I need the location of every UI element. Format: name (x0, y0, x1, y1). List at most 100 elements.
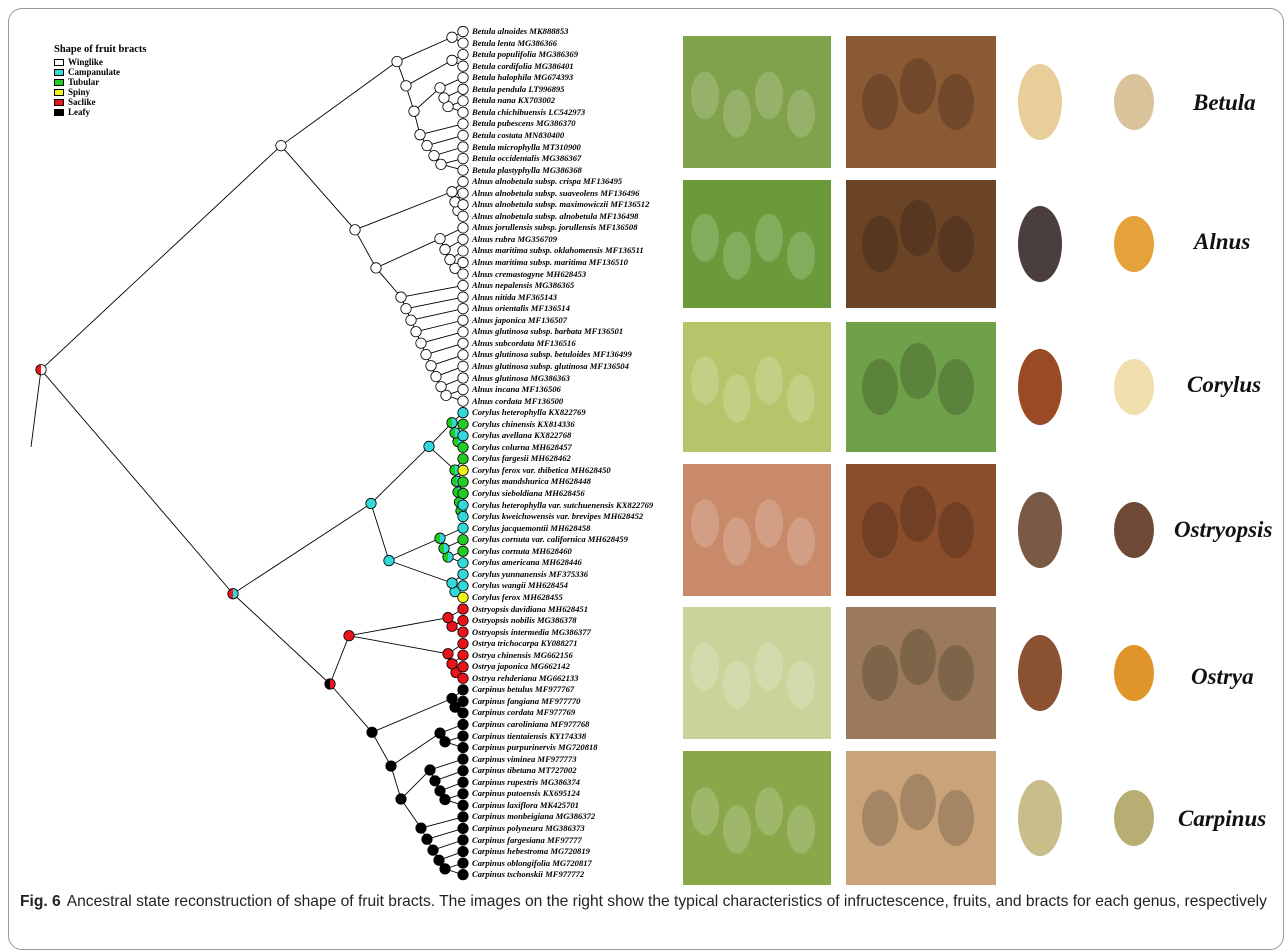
taxon-label: Betula pubescens MG386370 (472, 118, 576, 129)
state-node (458, 49, 468, 59)
taxon-label: Ostrya japonica MG662142 (472, 661, 570, 672)
tree-branch (330, 636, 349, 684)
state-node (367, 727, 377, 737)
state-node (458, 165, 468, 175)
state-node (436, 159, 446, 169)
state-node (431, 371, 441, 381)
state-node (344, 631, 354, 641)
taxon-label: Alnus jorullensis subsp. jorullensis MF1… (472, 222, 638, 233)
fruit-image (1114, 790, 1154, 846)
taxon-label: Carpinus viminea MF977773 (472, 754, 577, 765)
state-node (428, 845, 438, 855)
bract-image (1018, 635, 1062, 711)
state-node (458, 396, 468, 406)
tree-branch (41, 370, 233, 594)
state-node (458, 361, 468, 371)
legend-item-saclike: Saclike (54, 97, 146, 107)
figure-caption: Fig. 6Ancestral state reconstruction of … (20, 891, 1275, 913)
taxon-label: Ostrya rehderiana MG662133 (472, 673, 578, 684)
tree-branch (389, 561, 452, 583)
taxon-label: Alnus glutinosa subsp. barbata MF136501 (472, 326, 623, 337)
taxon-label: Betula cordifolia MG386401 (472, 61, 574, 72)
tree-branch (376, 239, 440, 268)
taxon-label: Alnus glutinosa subsp. glutinosa MF13650… (472, 361, 629, 372)
state-node (458, 280, 468, 290)
taxon-label: Betula microphylla MT310900 (472, 142, 581, 153)
taxon-label: Alnus glutinosa subsp. betuloides MF1364… (472, 349, 632, 360)
taxon-label: Corylus wangii MH628454 (472, 580, 568, 591)
taxon-label: Alnus rubra MG356709 (472, 234, 557, 245)
bract-image (1018, 206, 1062, 282)
state-node (430, 776, 440, 786)
taxon-label: Betula populifolia MG386369 (472, 49, 578, 60)
taxon-label: Alnus incana MF136506 (472, 384, 561, 395)
state-node (458, 327, 468, 337)
tree-branch (330, 684, 372, 732)
state-node (447, 187, 457, 197)
genus-label-carpinus: Carpinus (1178, 806, 1266, 832)
tree-branch (401, 770, 430, 799)
tree-branch (411, 309, 463, 321)
taxon-label: Ostryopsis intermedia MG386377 (472, 627, 591, 638)
legend-swatch (54, 89, 64, 96)
state-node (458, 477, 468, 487)
state-node (458, 96, 468, 106)
state-node (458, 742, 468, 752)
fruit-image (1114, 216, 1154, 272)
state-node (439, 93, 449, 103)
state-node (458, 696, 468, 706)
taxon-label: Carpinus putoensis KX695124 (472, 788, 580, 799)
state-node (425, 765, 435, 775)
state-node (429, 150, 439, 160)
state-node (458, 84, 468, 94)
taxon-label: Carpinus purpurinervis MG720818 (472, 742, 598, 753)
state-node (458, 869, 468, 879)
legend-item-campanulate: Campanulate (54, 67, 146, 77)
legend-item-tubular: Tubular (54, 77, 146, 87)
state-node (422, 140, 432, 150)
tree-branch (427, 828, 463, 839)
legend-item-leafy: Leafy (54, 107, 146, 117)
taxon-label: Carpinus betulus MF977767 (472, 684, 574, 695)
taxon-label: Alnus subcordata MF136516 (472, 338, 576, 349)
state-node (458, 119, 468, 129)
state-node (415, 130, 425, 140)
state-node (458, 38, 468, 48)
state-node (411, 327, 421, 337)
state-node (458, 500, 468, 510)
taxon-label: Alnus glutinosa MG386363 (472, 373, 570, 384)
tree-branch (355, 192, 452, 230)
taxon-label: Carpinus caroliniana MF977768 (472, 719, 589, 730)
state-node (401, 303, 411, 313)
state-node (458, 73, 468, 83)
state-node (458, 581, 468, 591)
state-node (409, 106, 419, 116)
state-node (435, 786, 445, 796)
taxon-label: Ostrya chinensis MG662156 (472, 650, 573, 661)
state-node (458, 638, 468, 648)
state-node (458, 719, 468, 729)
taxon-label: Corylus cornuta MH628460 (472, 546, 572, 557)
taxon-label: Corylus ferox MH628455 (472, 592, 563, 603)
taxon-label: Carpinus tientaiensis KY174338 (472, 731, 586, 742)
state-node (392, 56, 402, 66)
tree-branch (427, 135, 463, 145)
state-node (384, 555, 394, 565)
taxon-label: Carpinus fargesiana MF97777 (472, 835, 582, 846)
state-node (458, 558, 468, 568)
state-node (458, 650, 468, 660)
taxon-label: Betula chichibuensis LC542973 (472, 107, 585, 118)
state-node (458, 211, 468, 221)
bract-image (1018, 492, 1062, 568)
taxon-label: Ostryopsis nobilis MG386378 (472, 615, 577, 626)
caption-label: Fig. 6 (20, 893, 61, 910)
tree-branch (41, 146, 281, 370)
legend-swatch (54, 109, 64, 116)
state-node (458, 523, 468, 533)
state-node (416, 338, 426, 348)
taxon-label: Betula pendula LT996895 (472, 84, 564, 95)
taxon-label: Alnus maritima subsp. oklahomensis MF136… (472, 245, 644, 256)
genus-label-ostryopsis: Ostryopsis (1174, 517, 1272, 543)
state-node (458, 130, 468, 140)
state-node (458, 200, 468, 210)
